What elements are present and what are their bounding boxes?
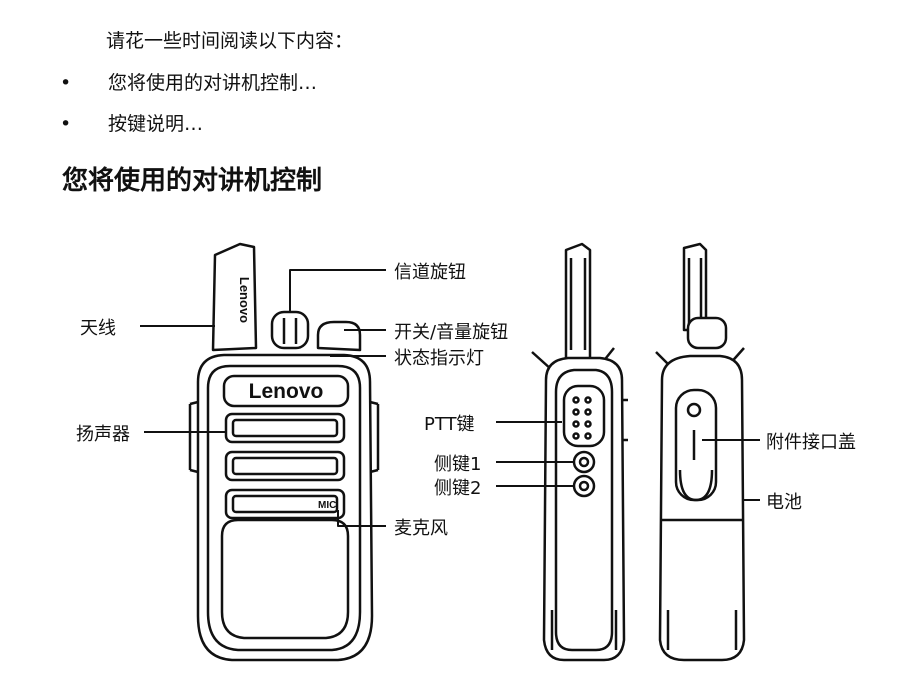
callout-channel-knob: 信道旋钮 bbox=[394, 262, 466, 283]
bullet-item-keys: •按键说明… bbox=[60, 113, 204, 135]
antenna-brand-mark: Lenovo bbox=[237, 277, 252, 323]
callout-status-led: 状态指示灯 bbox=[394, 348, 484, 369]
callout-side-key-1: 侧键1 bbox=[434, 454, 482, 475]
brand-logo: Lenovo bbox=[249, 380, 324, 403]
back-view bbox=[655, 242, 746, 662]
bullet-item-controls: •您将使用的对讲机控制… bbox=[60, 72, 318, 94]
speaker-slot bbox=[224, 450, 346, 482]
side-view bbox=[531, 242, 628, 662]
mic-mark: MIC bbox=[318, 500, 336, 511]
callout-side-key-2: 侧键2 bbox=[434, 478, 482, 499]
front-view bbox=[188, 242, 380, 662]
side-antenna bbox=[564, 242, 592, 362]
callout-speaker: 扬声器 bbox=[76, 424, 130, 445]
leader-lines bbox=[140, 269, 760, 527]
antenna-shape bbox=[211, 242, 258, 352]
speaker-slot bbox=[224, 412, 346, 444]
callout-power-volume-knob: 开关/音量旋钮 bbox=[394, 322, 509, 343]
channel-knob-shape bbox=[270, 310, 310, 350]
callout-microphone: 麦克风 bbox=[394, 518, 448, 539]
speaker-slot bbox=[224, 488, 346, 520]
callout-ptt-key: PTT键 bbox=[424, 414, 475, 435]
callout-antenna: 天线 bbox=[80, 318, 116, 339]
back-body bbox=[658, 354, 746, 662]
volume-knob-shape bbox=[316, 320, 362, 352]
intro-text: 请花一些时间阅读以下内容： bbox=[106, 30, 354, 52]
section-heading: 您将使用的对讲机控制 bbox=[62, 166, 323, 196]
front-body bbox=[196, 353, 374, 662]
callout-accessory-cover: 附件接口盖 bbox=[766, 432, 856, 453]
callout-battery: 电池 bbox=[766, 492, 802, 513]
